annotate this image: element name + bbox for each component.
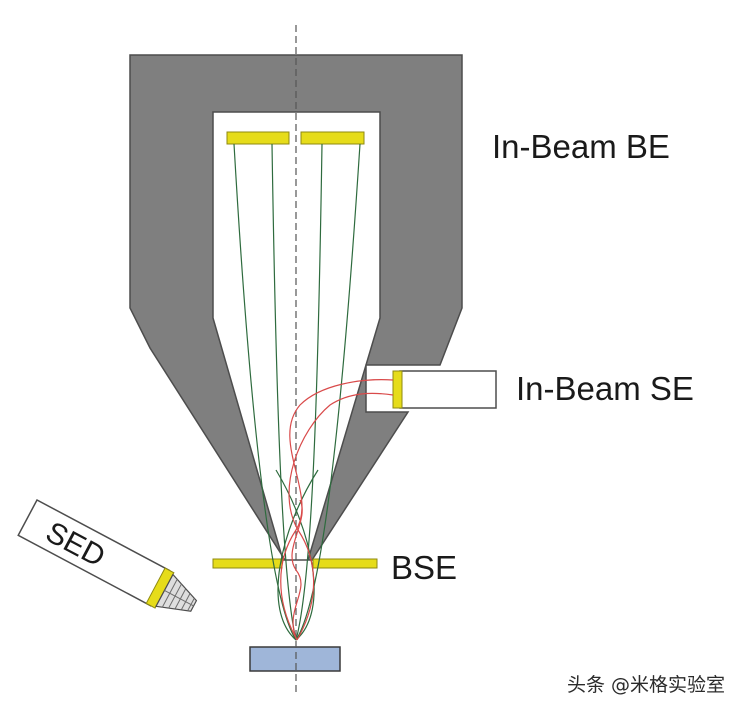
se-trajectory [288, 392, 394, 641]
bse-plate-right [312, 558, 378, 569]
watermark: 头条 @米格实验室 [567, 674, 726, 696]
be-trajectories [233, 143, 361, 641]
inbeam-se-label: In-Beam SE [516, 370, 694, 407]
inbeam-be-label: In-Beam BE [492, 128, 670, 165]
se-trajectory [291, 499, 303, 641]
sample [249, 646, 341, 672]
se-trajectories [280, 379, 394, 641]
sed-detector-grid-lines [161, 578, 195, 611]
inbeam-be-plate-right [300, 131, 365, 145]
sed-detector: SED [17, 498, 198, 612]
bse-plate-left [212, 558, 283, 569]
bse-label: BSE [391, 549, 458, 586]
inbeam-se-detector-body [399, 370, 497, 409]
be-trajectory [271, 143, 297, 641]
se-trajectory [280, 379, 394, 641]
inbeam-se-detector-face [392, 370, 403, 409]
be-trajectory [233, 143, 297, 641]
be-trajectory [295, 143, 323, 641]
be-trajectory [295, 143, 361, 641]
be-trajectory [277, 469, 319, 641]
inbeam-be-plate-left [226, 131, 290, 145]
